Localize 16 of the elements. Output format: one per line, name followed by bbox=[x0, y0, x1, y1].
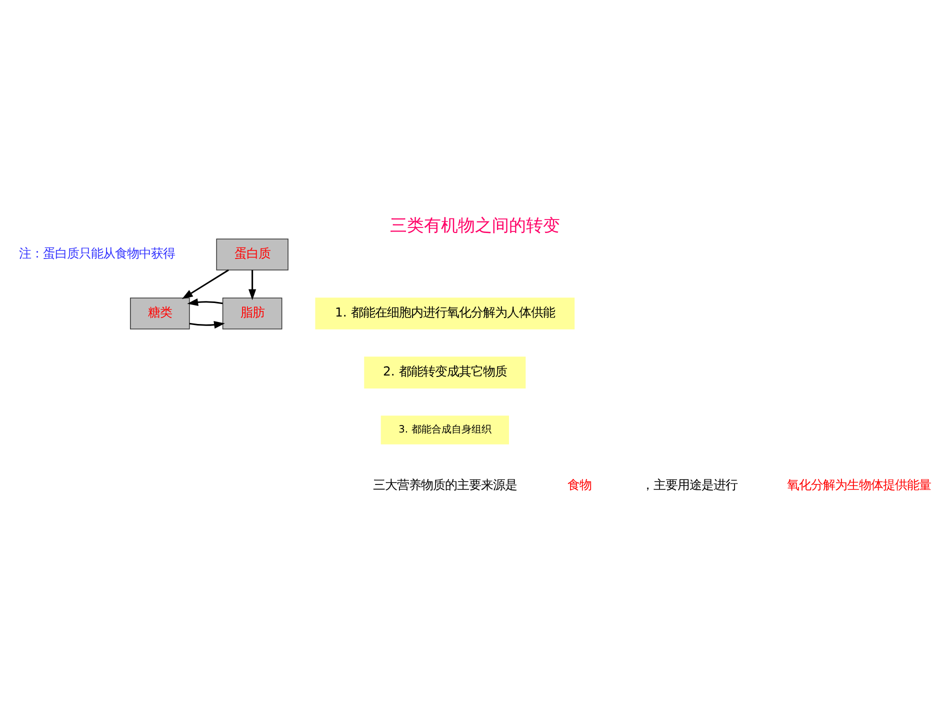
diagram-title: 三类有机物之间的转变 bbox=[390, 215, 560, 236]
node-box: 1. 都能在细胞内进行氧化分解为人体供能 bbox=[315, 297, 575, 329]
arrow bbox=[248, 270, 256, 300]
node-box: 2. 都能转变成其它物质 bbox=[364, 356, 526, 388]
label: 氧化分解为生物体提供能量 bbox=[786, 476, 931, 492]
label: 三大营养物质的主要来源是 bbox=[372, 476, 517, 492]
node-box: 蛋白质 bbox=[216, 238, 288, 270]
arrow bbox=[182, 268, 229, 299]
arrow bbox=[187, 298, 223, 306]
label: ，主要用途是进行 bbox=[642, 476, 738, 492]
label: 食物 bbox=[567, 476, 592, 492]
node-box: 糖类 bbox=[130, 297, 190, 329]
node-box: 3. 都能合成自身组织 bbox=[380, 415, 509, 444]
arrow bbox=[189, 320, 225, 328]
node-box: 脂肪 bbox=[222, 297, 282, 329]
label: 注：蛋白质只能从食物中获得 bbox=[18, 244, 175, 260]
